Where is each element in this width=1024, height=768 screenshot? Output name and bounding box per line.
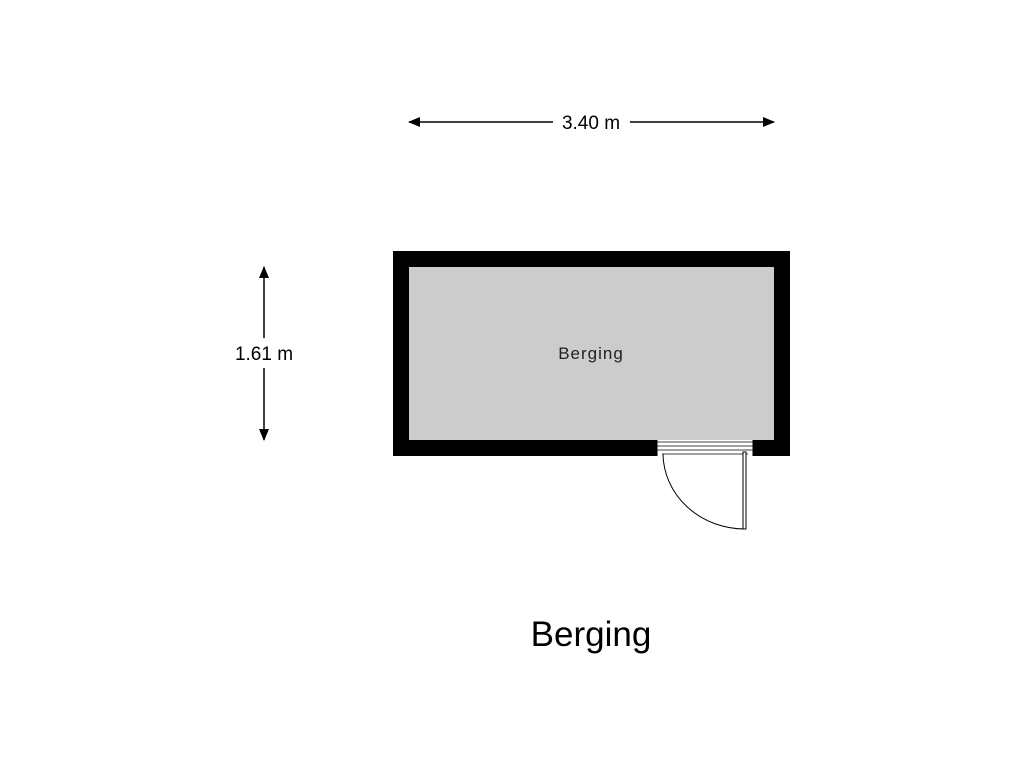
door-swing-arc <box>662 453 746 530</box>
door-swing <box>662 451 747 530</box>
door-leaf <box>742 451 747 530</box>
door-opening <box>657 440 753 456</box>
room-floor <box>409 267 774 440</box>
depth-dimension-label: 1.61 m <box>235 344 293 365</box>
width-dimension: 3.40 m <box>408 113 775 134</box>
width-dimension-label: 3.40 m <box>562 113 620 134</box>
room-berging: Berging <box>393 251 790 530</box>
depth-dimension: 1.61 m <box>235 266 293 441</box>
room-label: Berging <box>558 344 624 363</box>
door-threshold <box>656 440 754 456</box>
plan-title: Berging <box>531 615 652 654</box>
